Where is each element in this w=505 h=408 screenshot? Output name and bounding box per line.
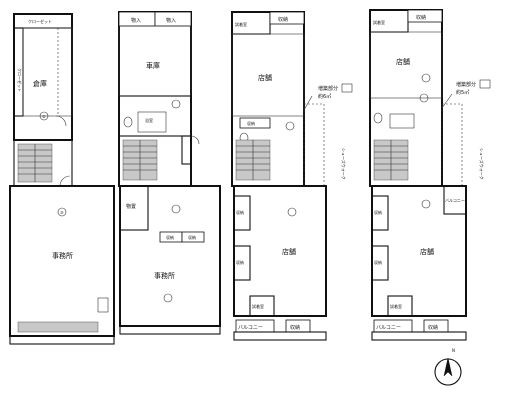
floor2-storage-room-label: 物置 bbox=[126, 203, 136, 210]
floor3-ext-note-1: 増築部分 bbox=[318, 85, 338, 92]
floor2-garage-room bbox=[118, 25, 192, 97]
floor4-lower-outline bbox=[371, 185, 467, 317]
floor2-office-label: 事務所 bbox=[154, 271, 175, 280]
floor3-fitting-bottom bbox=[249, 295, 275, 317]
floor3-fitting-bottom-label: 試着室 bbox=[252, 303, 264, 309]
floor2-light3-icon bbox=[163, 293, 173, 303]
floor3-lower-outline bbox=[233, 185, 327, 317]
floor4-storage-bottom-label: 収納 bbox=[428, 324, 438, 331]
floor2-bath-label: 浴室 bbox=[145, 117, 153, 123]
floor2-bathtub-icon bbox=[137, 111, 167, 133]
floor4-storage-left-2-label: 収納 bbox=[374, 259, 382, 265]
floor2-shelf-2 bbox=[181, 231, 205, 243]
floor3-storage-top bbox=[269, 11, 305, 25]
floor4-balcony-label: バルコニー bbox=[376, 325, 401, 331]
floor1-light2-icon bbox=[57, 207, 67, 217]
floor1-warehouse-label: 倉庫 bbox=[33, 79, 47, 88]
floor2-bath-area bbox=[118, 95, 192, 137]
floor2-side-closet bbox=[181, 135, 192, 165]
floor4-ext-note-1: 増築部分 bbox=[456, 81, 476, 88]
floor2-light-icon bbox=[171, 99, 181, 109]
floor2-storage-in-2-label: 物入 bbox=[166, 17, 176, 24]
floor4-extension-note-box bbox=[479, 79, 491, 89]
floor4-front-strip bbox=[371, 331, 467, 341]
floor4-light3-icon bbox=[421, 199, 431, 209]
floor1-door2-swing-icon bbox=[59, 175, 71, 187]
floor3-extension-area bbox=[303, 103, 325, 187]
floor2-front-strip bbox=[119, 325, 221, 335]
floor4-toilet-icon bbox=[373, 112, 383, 124]
floor4-balcony-side-label: バルコニー bbox=[445, 198, 465, 203]
north-compass-icon bbox=[434, 357, 462, 386]
floor3-light-icon bbox=[285, 121, 295, 131]
floor1-office-outline bbox=[9, 185, 115, 337]
floor2-storage-room bbox=[119, 185, 149, 231]
floor1-door-swing-icon bbox=[55, 115, 67, 127]
floor1-entrance-shutter bbox=[17, 321, 99, 333]
floor2-stairs-icon bbox=[122, 139, 158, 181]
floor4-balcony-side bbox=[443, 185, 467, 215]
floor1-front-strip bbox=[9, 335, 115, 345]
floor1-closet-side-label: クローゼット bbox=[17, 68, 23, 92]
floor1-stairs-icon bbox=[17, 143, 53, 183]
floor3-storage-left-1-label: 収納 bbox=[236, 209, 244, 215]
floor4-fitting-bottom-label: 試着室 bbox=[390, 303, 402, 309]
floor3-shop-top-room bbox=[231, 33, 305, 117]
floor-3-plan bbox=[231, 11, 353, 341]
floor2-door-swing-icon bbox=[190, 135, 200, 145]
floor1-sink-icon bbox=[97, 297, 109, 313]
floor3-storage-left-2-label: 収納 bbox=[236, 259, 244, 265]
floor3-ext-note-2: 約6㎡ bbox=[318, 93, 331, 100]
floor3-shop-top-label: 店舗 bbox=[258, 73, 272, 82]
floor4-storage-left-1 bbox=[371, 195, 389, 231]
floor4-ext-note-2: 約5㎡ bbox=[456, 89, 469, 96]
svg-text:②: ② bbox=[42, 114, 46, 119]
floor3-light2-icon bbox=[287, 207, 297, 217]
floor3-storage-bottom-label: 収納 bbox=[290, 324, 300, 331]
floor4-storage-top-label: 収納 bbox=[416, 14, 426, 21]
floor3-walkin-label: シューズウォーク bbox=[341, 148, 347, 180]
floor2-toilet-icon bbox=[123, 116, 133, 128]
floor3-stairs-icon bbox=[235, 139, 271, 181]
floor4-stairs-icon bbox=[373, 139, 409, 181]
floor-4-plan bbox=[369, 9, 491, 341]
floor4-walkin-label: シューズウォーク bbox=[479, 148, 485, 180]
floor1-light-icon bbox=[39, 111, 49, 121]
compass-north-label: N bbox=[452, 348, 455, 353]
floor-1-plan: ② ③ bbox=[9, 13, 115, 345]
floor4-fitting-label: 試着室 bbox=[373, 19, 385, 25]
floor-2-plan bbox=[118, 11, 221, 335]
floor3-storage-mid bbox=[239, 117, 271, 129]
floor2-garage-label: 車庫 bbox=[146, 61, 160, 70]
floor4-fitting-bottom bbox=[387, 295, 413, 317]
floor3-fitting-label: 試着室 bbox=[235, 21, 247, 27]
floor4-extension-area bbox=[441, 103, 463, 187]
floor1-office-label: 事務所 bbox=[52, 251, 73, 260]
floor3-storage-left-2 bbox=[233, 245, 251, 281]
floor3-storage-left-1 bbox=[233, 195, 251, 231]
floor4-storage-top bbox=[407, 9, 443, 23]
floor2-storage-in-1-label: 物入 bbox=[131, 17, 141, 24]
floor4-shop-top-room bbox=[369, 31, 443, 99]
floor3-extension-note-box bbox=[341, 83, 353, 93]
floor4-shop-top-label: 店舗 bbox=[396, 57, 410, 66]
floor4-bathtub-icon bbox=[389, 113, 415, 129]
floor4-storage-left-2 bbox=[371, 245, 389, 281]
floor4-light2-icon bbox=[419, 93, 429, 103]
floor3-storage-top-label: 収納 bbox=[278, 16, 288, 23]
floor3-storage-mid-label: 収納 bbox=[247, 120, 255, 126]
floor2-shelf-2-label: 収納 bbox=[188, 234, 196, 240]
svg-text:③: ③ bbox=[60, 210, 64, 215]
floor4-storage-left-1-label: 収納 bbox=[374, 209, 382, 215]
floor3-balcony-label: バルコニー bbox=[238, 325, 263, 331]
floor2-light2-icon bbox=[171, 204, 181, 214]
floor1-warehouse-room bbox=[22, 27, 73, 117]
floor3-front-strip bbox=[233, 331, 327, 341]
floor3-shop-main-label: 店舗 bbox=[282, 247, 296, 256]
floor2-shelf-1-label: 収納 bbox=[166, 234, 174, 240]
floor4-shop-main-label: 店舗 bbox=[420, 247, 434, 256]
floor4-light-icon bbox=[421, 73, 431, 83]
floor1-closet-top-label: クローゼット bbox=[28, 18, 52, 24]
